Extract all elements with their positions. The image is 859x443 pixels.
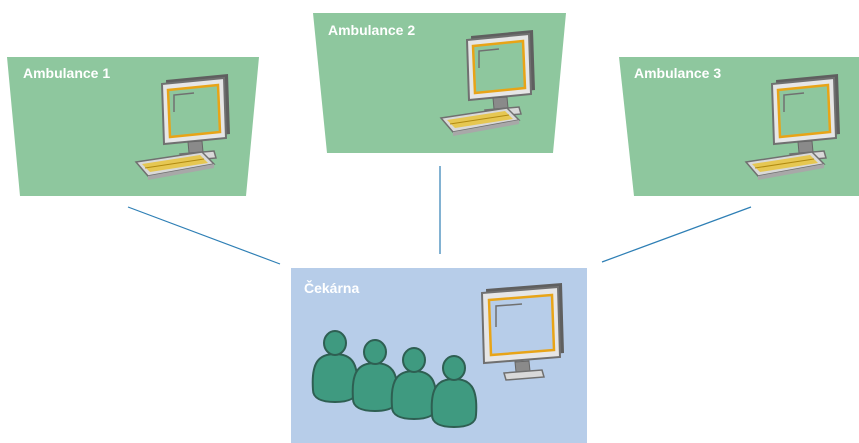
ambulance-2-room: Ambulance 2 — [313, 13, 566, 153]
waiting-room-label: Čekárna — [304, 279, 359, 296]
ambulance-2-label: Ambulance 2 — [328, 22, 415, 38]
waiting-room: Čekárna — [291, 268, 587, 443]
connector-ambulance-1 — [127, 206, 281, 265]
connector-ambulance-3 — [601, 206, 752, 263]
ambulance-1-room: Ambulance 1 — [7, 57, 259, 196]
ambulance-1-label: Ambulance 1 — [23, 65, 110, 81]
ambulance-3-room: Ambulance 3 — [619, 57, 859, 196]
ambulance-3-label: Ambulance 3 — [634, 65, 721, 81]
